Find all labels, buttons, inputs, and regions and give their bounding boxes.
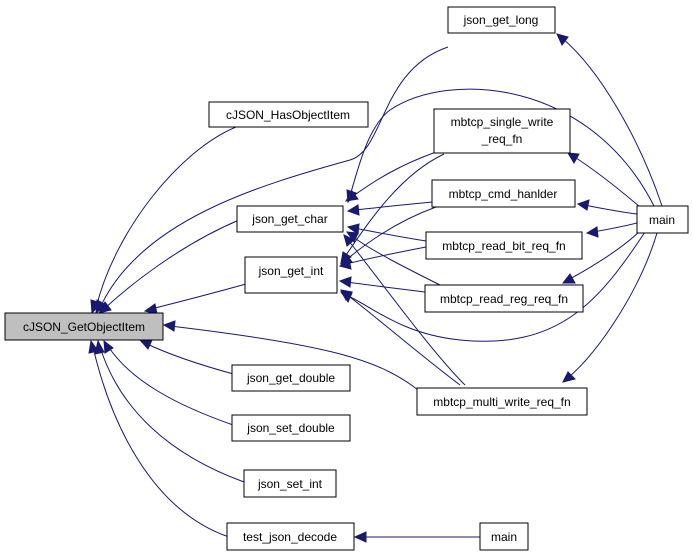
node-label: mbtcp_cmd_hanlder (449, 187, 558, 201)
edge-arrow (562, 371, 576, 383)
node-label: main (491, 530, 517, 544)
node-mbtcp-read-bit-req-fn[interactable]: mbtcp_read_bit_req_fn (425, 231, 583, 260)
edge-test-json-decode-to-root (92, 346, 230, 538)
edge-json-get-char-to-root (103, 219, 240, 310)
nodes: cJSON_GetObjectItem cJSON_HasObjectItem … (4, 6, 689, 551)
edge-main-to-read-bit (592, 222, 638, 233)
node-json-get-double[interactable]: json_get_double (231, 364, 351, 392)
node-label: mbtcp_read_reg_req_fn (440, 292, 568, 306)
node-json-set-int[interactable]: json_set_int (243, 469, 337, 498)
node-label: json_get_double (246, 371, 335, 385)
node-mbtcp-single-write-req-fn[interactable]: mbtcp_single_write _req_fn (433, 108, 571, 154)
edge-arrow (556, 33, 569, 46)
edge-main-to-json-get-char (349, 88, 655, 207)
node-mbtcp-cmd-hanlder[interactable]: mbtcp_cmd_hanlder (431, 179, 576, 208)
node-label: cJSON_GetObjectItem (23, 320, 145, 334)
node-main-right[interactable]: main (636, 205, 689, 234)
edge-single-write-to-json-get-char (351, 151, 437, 198)
edge-arrow (345, 231, 359, 244)
node-label: mbtcp_single_write (451, 115, 554, 129)
edge-arrow (95, 299, 107, 315)
edge-arrow (338, 276, 352, 288)
edge-read-bit-to-json-get-int (345, 246, 427, 265)
node-json-get-int[interactable]: json_get_int (244, 256, 338, 294)
edge-arrow (162, 320, 176, 332)
node-label: json_get_int (258, 264, 324, 278)
node-json-get-long[interactable]: json_get_long (447, 6, 556, 34)
node-label: mbtcp_read_bit_req_fn (442, 239, 565, 253)
edges (88, 33, 663, 543)
edge-single-write-to-json-get-int (343, 153, 445, 259)
edge-json-set-double-to-root (107, 345, 237, 427)
edge-arrow (585, 226, 599, 238)
node-label: json_get_char (251, 212, 327, 226)
edge-read-reg-to-json-get-int (345, 281, 426, 293)
edge-multi-write-to-json-get-int (345, 293, 461, 386)
edge-arrow (346, 189, 357, 204)
edge-arrow (103, 339, 114, 354)
edge-cmd-hanlder-to-json-get-int (345, 206, 437, 261)
edge-json-get-double-to-root (144, 342, 238, 376)
edge-arrow (567, 152, 580, 164)
edge-arrow (353, 531, 367, 543)
edge-read-bit-to-json-get-char (353, 227, 427, 242)
node-json-set-double[interactable]: json_set_double (231, 414, 351, 442)
edge-json-get-int-to-root (150, 283, 247, 310)
edge-has-object-item-to-root (95, 126, 237, 309)
edge-arrow (338, 258, 352, 270)
edge-arrow (94, 339, 105, 355)
edge-main-to-cmd-hanlder (583, 204, 638, 215)
edge-arrow (339, 291, 353, 304)
edge-read-reg-to-json-get-char (351, 235, 441, 286)
edge-json-set-int-to-root (99, 346, 245, 483)
edge-main-to-multi-write (567, 232, 658, 379)
node-cjson-getobjectitem[interactable]: cJSON_GetObjectItem (4, 312, 164, 341)
node-label: json_set_int (257, 477, 323, 491)
edge-json-get-long-to-root (99, 46, 449, 309)
edge-arrow (346, 204, 360, 216)
node-mbtcp-read-reg-req-fn[interactable]: mbtcp_read_reg_req_fn (424, 284, 584, 313)
edge-main-to-json-get-int (345, 231, 646, 342)
edge-multi-write-to-json-get-char (347, 239, 466, 386)
node-json-get-char[interactable]: json_get_char (236, 205, 344, 233)
edge-multi-write-to-root (169, 325, 419, 391)
edge-main-to-single-write (572, 155, 641, 208)
node-label: json_get_long (463, 13, 539, 27)
edge-arrow (561, 273, 576, 284)
edge-main-to-json-get-long (561, 37, 663, 207)
node-cjson-hasobjectitem[interactable]: cJSON_HasObjectItem (208, 101, 369, 128)
edge-arrow (138, 339, 153, 350)
edge-arrow (343, 234, 355, 247)
node-label: main (649, 213, 675, 227)
node-label: mbtcp_multi_write_req_fn (433, 395, 570, 409)
edge-cmd-hanlder-to-json-get-char (353, 201, 433, 211)
node-label: cJSON_HasObjectItem (226, 108, 350, 122)
edge-arrow (346, 223, 360, 235)
edge-arrow (88, 339, 99, 354)
node-mbtcp-multi-write-req-fn[interactable]: mbtcp_multi_write_req_fn (416, 387, 588, 416)
node-test-json-decode[interactable]: test_json_decode (226, 522, 355, 551)
edge-arrow (576, 199, 590, 211)
node-label: json_set_double (246, 421, 335, 435)
edge-main-to-read-reg (567, 230, 641, 281)
node-label: test_json_decode (243, 530, 337, 544)
node-main-bottom[interactable]: main (479, 522, 529, 551)
node-label-line-2: _req_fn (481, 132, 523, 146)
